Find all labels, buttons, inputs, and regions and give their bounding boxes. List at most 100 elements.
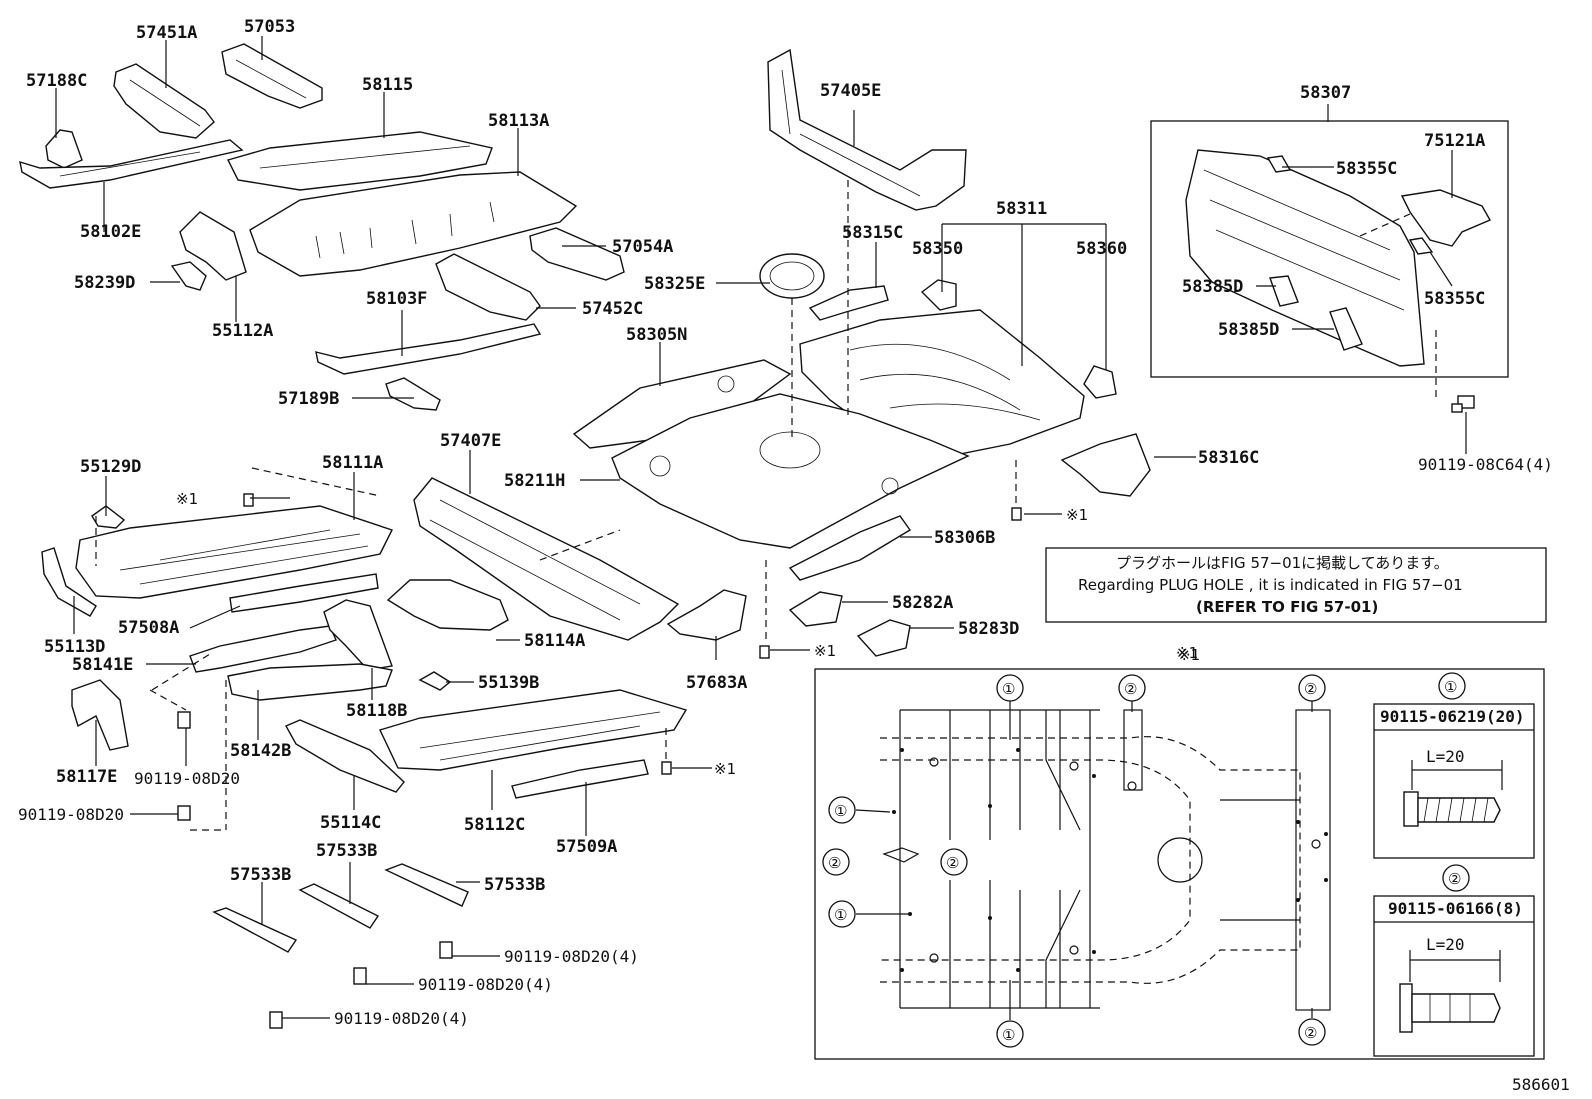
bolt-detail-1-title: 90115-06219(20) xyxy=(1380,707,1525,726)
leader-lines xyxy=(55,36,1467,1019)
label-57452c: 57452C xyxy=(582,299,643,319)
detail-callouts: ① ② ② ① ② ② ① ① ② xyxy=(822,674,1326,1048)
label-57053: 57053 xyxy=(244,17,295,37)
figure-id: 586601 xyxy=(1512,1075,1570,1094)
label-58114a: 58114A xyxy=(524,631,585,651)
callout-2-right: ② xyxy=(1304,680,1317,698)
underbody-schematic xyxy=(855,700,1331,1020)
label-58355c-b: 58355C xyxy=(1424,289,1485,309)
part-58306b xyxy=(788,515,912,581)
note-japanese: プラグホールはFIG 57−01に掲載してあります。 xyxy=(1116,554,1449,572)
callout-2-top: ② xyxy=(1124,680,1137,698)
part-58316c xyxy=(1060,433,1151,497)
part-58360 xyxy=(1083,365,1117,399)
label-58325e: 58325E xyxy=(644,274,705,294)
bolt-detail-2: ② 90115-06166(8) L=20 xyxy=(1373,864,1535,1057)
label-57533b-a: 57533B xyxy=(230,865,291,885)
note-reference: (REFER TO FIG 57-01) xyxy=(1196,598,1378,616)
label-57451a: 57451A xyxy=(136,23,197,43)
part-57451a xyxy=(113,63,215,139)
label-90119-08d20-a: 90119-08D20 xyxy=(134,769,240,788)
part-57533b-c xyxy=(384,863,469,907)
ref-mark-3: ※1 xyxy=(814,642,836,660)
label-58355c-a: 58355C xyxy=(1336,159,1397,179)
label-57683a: 57683A xyxy=(686,673,747,693)
label-58118b: 58118B xyxy=(346,701,407,721)
ref-mark-5: ※1 xyxy=(1176,644,1198,662)
part-55129d xyxy=(91,505,126,529)
label-55129d: 55129D xyxy=(80,457,141,477)
part-57188c xyxy=(45,129,83,169)
reference-marks: ※1 ※1 ※1 ※1 ※1 xyxy=(176,490,1198,778)
bolt-detail-2-number: ② xyxy=(1448,870,1461,888)
label-55113d: 55113D xyxy=(44,637,105,657)
label-58385d-b: 58385D xyxy=(1218,320,1279,340)
label-58113a: 58113A xyxy=(488,111,549,131)
label-58350: 58350 xyxy=(912,239,963,259)
part-58211h xyxy=(611,393,970,549)
part-58103f xyxy=(315,323,542,375)
part-57054a xyxy=(529,227,625,281)
ref-mark-2: ※1 xyxy=(1066,506,1088,524)
callout-2-mid: ② xyxy=(946,854,959,872)
callout-2-left: ② xyxy=(828,854,841,872)
part-labels: 57451A 57053 57188C 58115 58113A 58102E … xyxy=(18,17,1553,1028)
label-55114c: 55114C xyxy=(320,813,381,833)
detail-box xyxy=(814,668,1545,1060)
part-58283d xyxy=(856,619,911,657)
label-58311: 58311 xyxy=(996,199,1047,219)
label-58112c: 58112C xyxy=(464,815,525,835)
label-58282a: 58282A xyxy=(892,593,953,613)
label-57508a: 57508A xyxy=(118,618,179,638)
part-58239d xyxy=(170,261,207,291)
bolt-90119-08d20-a xyxy=(177,711,191,729)
bolt-detail-1: ① 90115-06219(20) L=20 xyxy=(1373,672,1535,859)
label-58211h: 58211H xyxy=(504,471,565,491)
part-58385d-b xyxy=(1329,307,1363,351)
label-58385d-a: 58385D xyxy=(1182,277,1243,297)
bolt-90119-08d20-b xyxy=(177,805,191,821)
part-58111a xyxy=(75,505,393,599)
label-57407e: 57407E xyxy=(440,431,501,451)
label-57509a: 57509A xyxy=(556,837,617,857)
part-57533b-a xyxy=(212,907,298,953)
bolt-90119-08d20-4-a xyxy=(439,941,453,959)
label-58306b: 58306B xyxy=(934,528,995,548)
part-58117e xyxy=(71,679,129,751)
callout-2-bottom: ② xyxy=(1304,1024,1317,1042)
part-55113d xyxy=(41,547,97,617)
label-58103f: 58103F xyxy=(366,289,427,309)
bolt-ref-3 xyxy=(759,645,770,659)
part-58315c xyxy=(808,285,889,321)
part-58305n xyxy=(572,359,792,449)
label-58360: 58360 xyxy=(1076,239,1127,259)
bolt-90119-08c64 xyxy=(1451,395,1475,413)
part-58112c xyxy=(379,689,688,771)
callout-1-left-b: ① xyxy=(834,906,847,924)
part-57683a xyxy=(666,589,747,641)
label-58102e: 58102E xyxy=(80,222,141,242)
part-58141e xyxy=(189,625,337,673)
detail-ref-mark: ※1 xyxy=(1178,646,1200,664)
label-58283d: 58283D xyxy=(958,619,1019,639)
part-58114a xyxy=(386,579,509,631)
bolt-detail-2-length: L=20 xyxy=(1426,935,1465,954)
label-58111a: 58111A xyxy=(322,453,383,473)
label-58141e: 58141E xyxy=(72,655,133,675)
label-57054a: 57054A xyxy=(612,237,673,257)
label-90119-08d20-4b: 90119-08D20(4) xyxy=(418,975,553,994)
callout-1-left-a: ① xyxy=(834,802,847,820)
box-58307 xyxy=(1150,120,1509,378)
dashed-lines xyxy=(95,180,1437,831)
part-57452c xyxy=(435,253,541,321)
note-box xyxy=(1045,547,1547,623)
label-90119-08d20-4c: 90119-08D20(4) xyxy=(334,1009,469,1028)
note-english: Regarding PLUG HOLE , it is indicated in… xyxy=(1078,576,1463,594)
part-58385d-a xyxy=(1269,275,1299,307)
part-57053 xyxy=(221,43,323,109)
label-58142b: 58142B xyxy=(230,741,291,761)
part-58350 xyxy=(920,279,957,311)
label-58239d: 58239D xyxy=(74,273,135,293)
label-90119-08c64: 90119-08C64(4) xyxy=(1418,455,1553,474)
